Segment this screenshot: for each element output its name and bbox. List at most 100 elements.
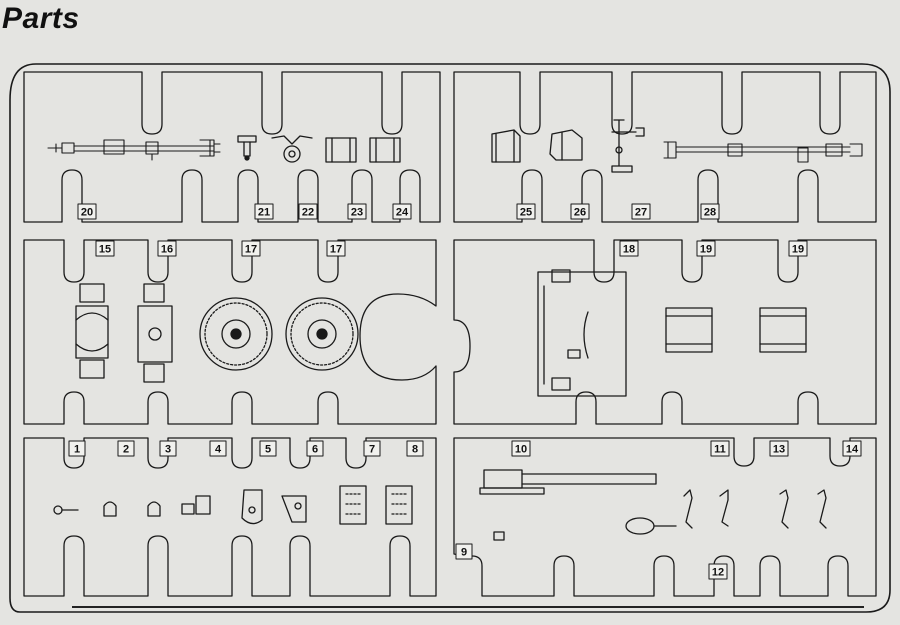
part-28-drawing bbox=[663, 141, 863, 163]
bottom-rule bbox=[72, 606, 864, 608]
svg-text:2: 2 bbox=[123, 444, 129, 456]
svg-text:22: 22 bbox=[302, 207, 314, 219]
part-3-drawing bbox=[147, 501, 161, 517]
part-12-drawing bbox=[625, 517, 677, 535]
svg-text:23: 23 bbox=[351, 207, 363, 219]
part-18-drawing bbox=[537, 269, 627, 397]
part-label-17b: 17 bbox=[326, 240, 346, 257]
panel-top-right bbox=[453, 71, 877, 223]
part-label-10: 10 bbox=[511, 440, 531, 457]
svg-text:5: 5 bbox=[265, 444, 271, 456]
part-label-22: 22 bbox=[298, 203, 318, 220]
svg-text:12: 12 bbox=[712, 567, 724, 579]
part-label-21: 21 bbox=[254, 203, 274, 220]
svg-text:15: 15 bbox=[99, 244, 111, 256]
part-6-drawing bbox=[281, 495, 307, 523]
part-label-23: 23 bbox=[347, 203, 367, 220]
part-label-19b: 19 bbox=[788, 240, 808, 257]
part-label-8: 8 bbox=[406, 440, 424, 457]
svg-text:18: 18 bbox=[623, 244, 635, 256]
part-label-13: 13 bbox=[769, 440, 789, 457]
part-5-drawing bbox=[241, 489, 263, 525]
part-label-9: 9 bbox=[455, 543, 473, 560]
part-1-drawing bbox=[53, 505, 79, 515]
part-17b-drawing bbox=[285, 297, 359, 371]
part-27-drawing bbox=[611, 119, 645, 173]
part-25-drawing bbox=[491, 129, 521, 163]
svg-text:20: 20 bbox=[81, 207, 93, 219]
svg-text:7: 7 bbox=[369, 444, 375, 456]
svg-text:9: 9 bbox=[461, 547, 467, 559]
part-label-28: 28 bbox=[700, 203, 720, 220]
part-label-20: 20 bbox=[77, 203, 97, 220]
part-label-11: 11 bbox=[710, 440, 730, 457]
svg-text:25: 25 bbox=[520, 207, 532, 219]
svg-text:17: 17 bbox=[330, 244, 342, 256]
part-label-1: 1 bbox=[68, 440, 86, 457]
svg-text:19: 19 bbox=[700, 244, 712, 256]
svg-text:26: 26 bbox=[574, 207, 586, 219]
part-14-drawing bbox=[817, 489, 827, 529]
part-9-drawing bbox=[493, 531, 505, 541]
svg-text:3: 3 bbox=[165, 444, 171, 456]
svg-text:16: 16 bbox=[161, 244, 173, 256]
part-2-drawing bbox=[103, 501, 117, 517]
part-label-17a: 17 bbox=[241, 240, 261, 257]
part-11-drawing bbox=[683, 489, 693, 529]
part-10-drawing bbox=[479, 469, 657, 495]
part-17a-drawing bbox=[199, 297, 273, 371]
svg-text:8: 8 bbox=[412, 444, 418, 456]
panel-middle-left bbox=[23, 239, 437, 425]
part-label-25: 25 bbox=[516, 203, 536, 220]
part-23-drawing bbox=[325, 137, 357, 163]
part-label-5: 5 bbox=[259, 440, 277, 457]
part-13b-drawing bbox=[779, 489, 789, 529]
part-4-drawing bbox=[181, 495, 211, 515]
svg-text:6: 6 bbox=[312, 444, 318, 456]
svg-text:13: 13 bbox=[773, 444, 785, 456]
part-label-7: 7 bbox=[363, 440, 381, 457]
svg-text:14: 14 bbox=[846, 444, 859, 456]
panel-top-left bbox=[23, 71, 441, 223]
part-label-19a: 19 bbox=[696, 240, 716, 257]
part-label-26: 26 bbox=[570, 203, 590, 220]
svg-text:1: 1 bbox=[74, 444, 80, 456]
part-label-2: 2 bbox=[117, 440, 135, 457]
svg-text:21: 21 bbox=[258, 207, 270, 219]
part-label-6: 6 bbox=[306, 440, 324, 457]
sprue-outer-frame bbox=[9, 63, 891, 613]
svg-text:19: 19 bbox=[792, 244, 804, 256]
part-label-3: 3 bbox=[159, 440, 177, 457]
svg-text:17: 17 bbox=[245, 244, 257, 256]
part-13-drawing bbox=[719, 489, 729, 527]
part-16-drawing bbox=[137, 283, 173, 383]
part-label-16: 16 bbox=[157, 240, 177, 257]
part-26-drawing bbox=[549, 129, 583, 161]
part-7-drawing bbox=[339, 485, 367, 525]
svg-text:27: 27 bbox=[635, 207, 647, 219]
part-15-drawing bbox=[75, 283, 109, 379]
part-20-drawing bbox=[47, 139, 221, 161]
part-24-drawing bbox=[369, 137, 401, 163]
part-label-14: 14 bbox=[842, 440, 862, 457]
part-label-15: 15 bbox=[95, 240, 115, 257]
part-19a-drawing bbox=[665, 307, 713, 353]
panel-bottom-right bbox=[453, 437, 877, 597]
part-label-18: 18 bbox=[619, 240, 639, 257]
svg-text:4: 4 bbox=[215, 444, 222, 456]
part-label-12: 12 bbox=[708, 563, 728, 580]
panel-bottom-left bbox=[23, 437, 437, 597]
part-label-4: 4 bbox=[209, 440, 227, 457]
svg-text:28: 28 bbox=[704, 207, 716, 219]
part-22-drawing bbox=[271, 135, 313, 163]
svg-text:11: 11 bbox=[714, 444, 726, 456]
part-label-27: 27 bbox=[631, 203, 651, 220]
part-21-drawing bbox=[237, 135, 257, 161]
page-title: Parts bbox=[2, 2, 80, 35]
panel-middle-right bbox=[453, 239, 877, 425]
part-label-24: 24 bbox=[392, 203, 412, 220]
part-19b-drawing bbox=[759, 307, 807, 353]
svg-text:24: 24 bbox=[396, 207, 409, 219]
